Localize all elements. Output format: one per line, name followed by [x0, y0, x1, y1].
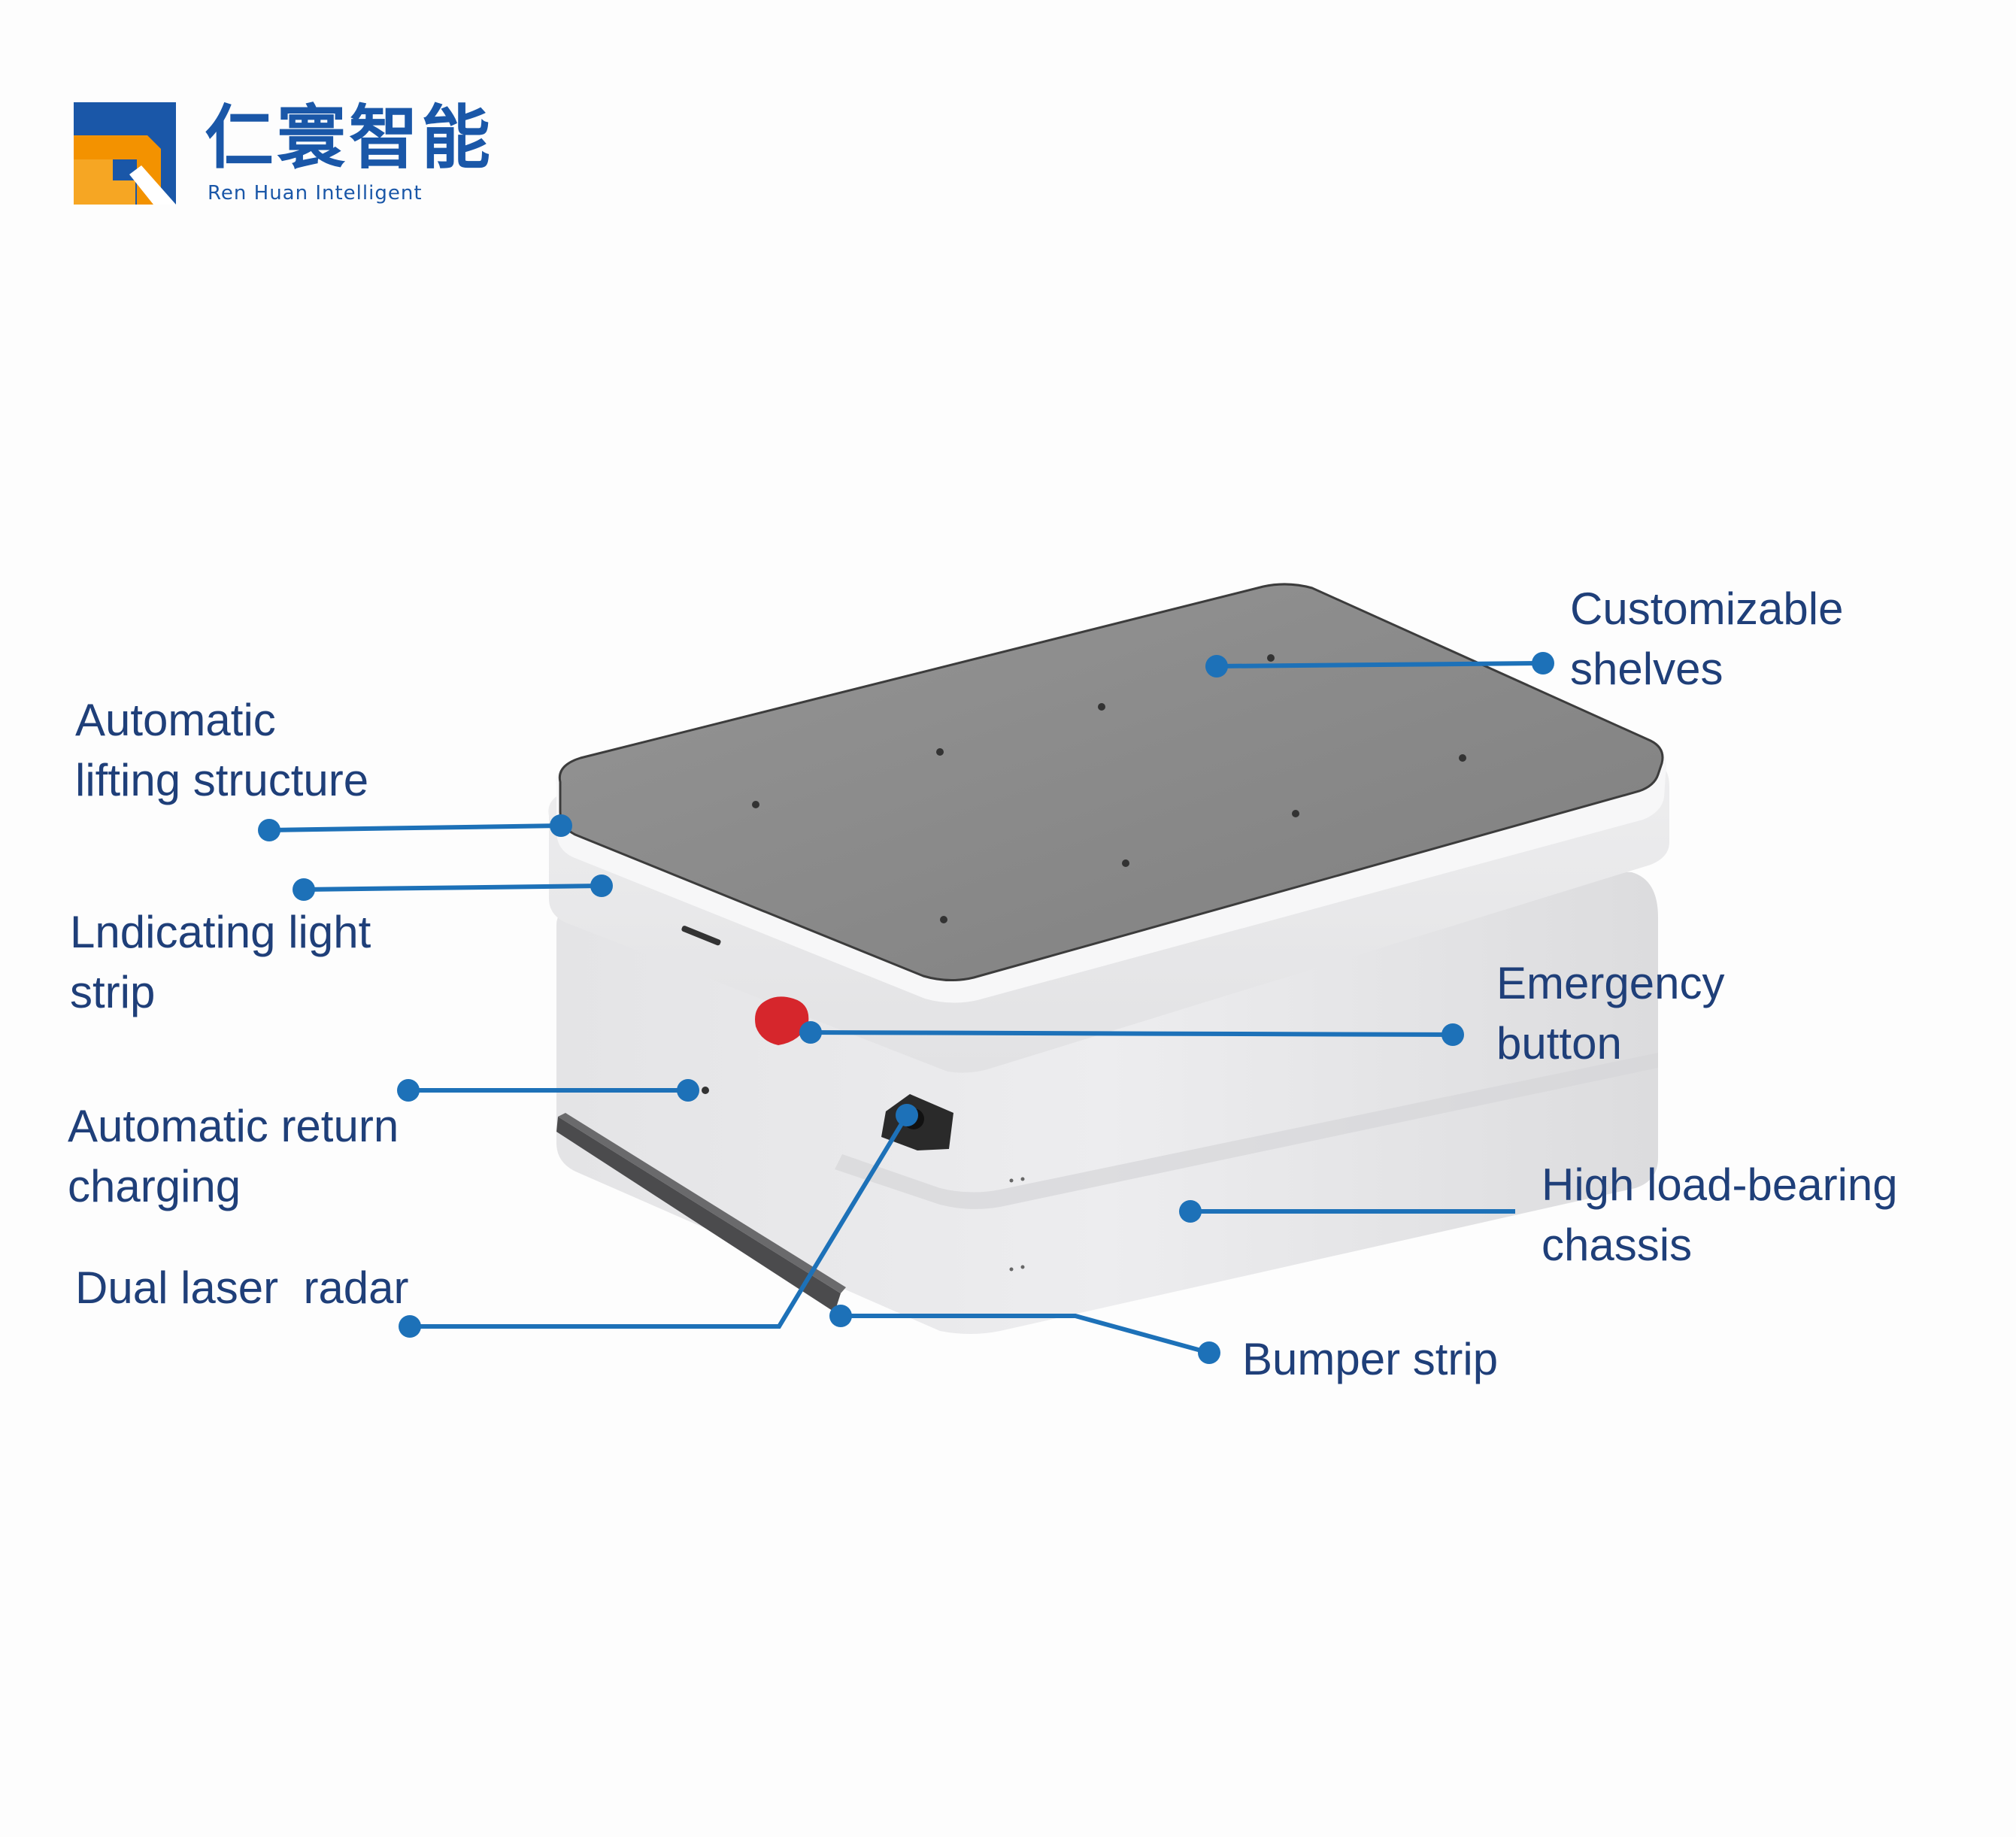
callout-line-emergency: [810, 1030, 1454, 1037]
robot-illustration: [548, 583, 1669, 1334]
label-high-load-chassis: High load-bearing chassis: [1542, 1159, 1898, 1270]
emergency-button-part: [755, 996, 809, 1045]
callout-dot: [399, 1315, 421, 1338]
callout-dot: [1198, 1341, 1220, 1364]
callout-dot: [397, 1079, 420, 1102]
company-logo: [74, 102, 176, 205]
callout-line-radar: [410, 1114, 909, 1329]
label-indicating-light: Lndicating light strip: [70, 907, 371, 1017]
callout-line-shelves: [1216, 661, 1544, 668]
callout-dot: [1532, 652, 1554, 674]
callout-dot: [896, 1104, 918, 1126]
label-customizable-shelves: Customizable shelves: [1570, 584, 1844, 694]
callout-dot: [550, 814, 572, 837]
callout-dot: [258, 819, 280, 841]
callout-line-light: [303, 884, 602, 892]
label-emergency-button: Emergency button: [1496, 958, 1725, 1069]
label-automatic-lifting: Automatic lifting structure: [75, 695, 369, 805]
callout-dot: [677, 1079, 699, 1102]
callout-dot: [590, 875, 613, 897]
callout-dot: [1205, 655, 1228, 678]
shelf-plate-part: [558, 583, 1664, 982]
callout-dot: [799, 1021, 822, 1044]
label-dual-laser-radar: Dual laser radar: [75, 1263, 409, 1313]
callout-dot: [1179, 1200, 1202, 1223]
callout-line-bumper: [841, 1314, 1210, 1355]
bumper-strip-part: [556, 1117, 841, 1312]
callout-line-lifting: [268, 823, 562, 832]
callout-dot: [293, 878, 315, 901]
label-bumper-strip: Bumper strip: [1242, 1334, 1499, 1384]
label-auto-return-charging: Automatic return charging: [68, 1101, 399, 1211]
callout-dot: [1442, 1023, 1464, 1046]
logo-english-name: Ren Huan Intelligent: [208, 182, 423, 205]
logo-chinese-name: 仁寰智能: [205, 98, 494, 178]
callout-dot: [829, 1305, 852, 1327]
